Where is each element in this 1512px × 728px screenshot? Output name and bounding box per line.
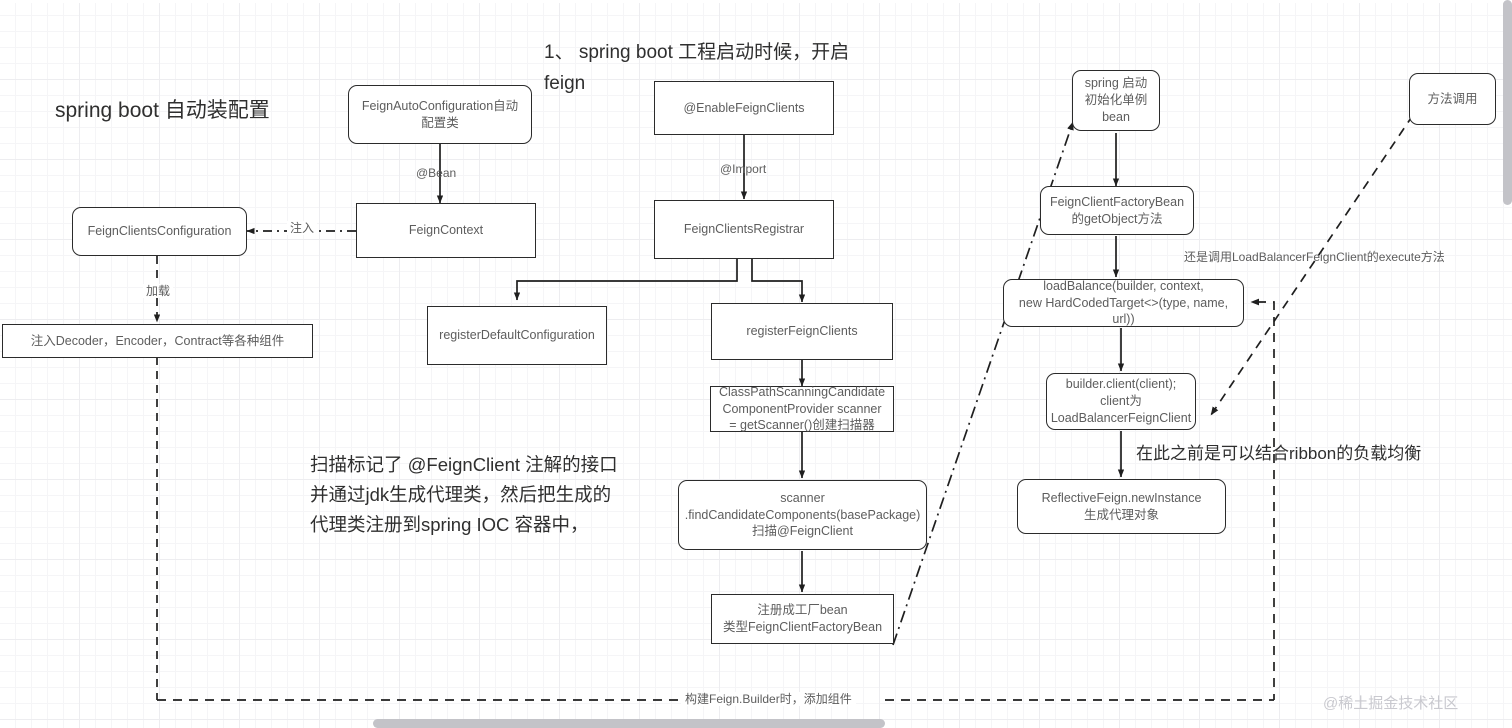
node-factory-bean-getobject[interactable]: FeignClientFactoryBean 的getObject方法	[1040, 186, 1194, 235]
node-feign-clients-configuration[interactable]: FeignClientsConfiguration	[72, 207, 247, 256]
edge-label-load: 加载	[143, 284, 174, 299]
node-method-invoke[interactable]: 方法调用	[1409, 73, 1496, 125]
node-register-feign-clients[interactable]: registerFeignClients	[711, 303, 893, 360]
edge-methodinvoke-to-builderclient	[1210, 114, 1414, 416]
node-enable-feign-clients[interactable]: @EnableFeignClients	[654, 81, 834, 135]
scan-note: 扫描标记了 @FeignClient 注解的接口 并通过jdk生成代理类，然后把…	[310, 454, 618, 535]
watermark: @稀土掘金技术社区	[1323, 695, 1459, 712]
node-feign-context[interactable]: FeignContext	[356, 203, 536, 258]
vertical-scrollbar[interactable]	[1503, 0, 1512, 205]
node-builder-client[interactable]: builder.client(client); client为 LoadBala…	[1046, 373, 1196, 430]
node-feign-auto-configuration[interactable]: FeignAutoConfiguration自动 配置类	[348, 85, 532, 144]
execute-note: 还是调用LoadBalancerFeignClient的execute方法	[1184, 250, 1445, 264]
node-load-balance[interactable]: loadBalance(builder, context, new HardCo…	[1003, 279, 1244, 327]
step-one-title: 1、 spring boot 工程启动时候，开启 feign	[544, 42, 850, 94]
node-feign-clients-registrar[interactable]: FeignClientsRegistrar	[654, 200, 834, 259]
edge-registrar-to-registerclients	[751, 259, 806, 303]
node-inject-components[interactable]: 注入Decoder，Encoder，Contract等各种组件	[2, 324, 313, 358]
node-classpath-scanner[interactable]: ClassPathScanningCandidate ComponentProv…	[710, 385, 894, 432]
node-spring-init-singleton[interactable]: spring 启动 初始化单例 bean	[1072, 70, 1160, 131]
edge-label-bean: @Bean	[416, 166, 457, 180]
edge-label-import: @Import	[720, 162, 767, 176]
edge-dashed-into-loadbalance	[1250, 298, 1275, 390]
node-scanner-find-candidates[interactable]: scanner .findCandidateComponents(basePac…	[678, 480, 927, 550]
ribbon-note: 在此之前是可以结合ribbon的负载均衡	[1136, 444, 1422, 463]
edge-registrar-to-registerdefault	[513, 259, 738, 301]
horizontal-scrollbar[interactable]	[373, 719, 885, 728]
edge-label-builder-note: 构建Feign.Builder时，添加组件	[681, 692, 856, 707]
page-title-left: spring boot 自动装配置	[55, 99, 270, 122]
node-register-factory-bean[interactable]: 注册成工厂bean 类型FeignClientFactoryBean	[711, 594, 894, 644]
node-reflective-feign[interactable]: ReflectiveFeign.newInstance 生成代理对象	[1017, 479, 1226, 534]
node-register-default-configuration[interactable]: registerDefaultConfiguration	[427, 306, 607, 365]
top-white-strip	[0, 0, 1512, 3]
edge-label-inject: 注入	[287, 221, 318, 236]
